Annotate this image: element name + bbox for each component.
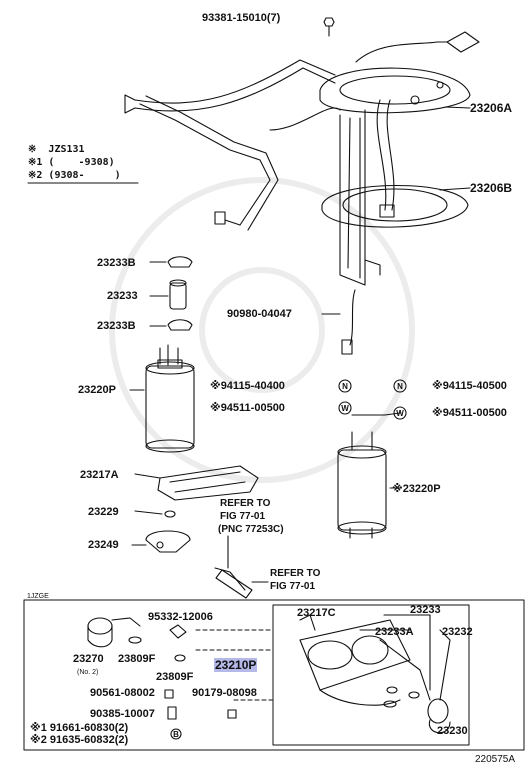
refer-to-1: REFER TO: [220, 498, 271, 509]
part-23206a[interactable]: 23206A: [470, 101, 513, 115]
part-23220p-right[interactable]: ※23220P: [392, 483, 441, 495]
part-91661-60830[interactable]: ※1 91661-60830(2): [30, 722, 129, 734]
part-23229[interactable]: 23229: [88, 506, 119, 518]
part-23270[interactable]: 23270: [73, 653, 104, 665]
part-23233a[interactable]: 23233A: [375, 626, 414, 638]
part-91635-60832[interactable]: ※2 91635-60832(2): [30, 734, 129, 746]
w-symbol-left: W: [341, 404, 349, 413]
part-23217a[interactable]: 23217A: [80, 469, 119, 481]
part-23206b[interactable]: 23206B: [470, 181, 513, 195]
fuel-sender-bracket: [124, 17, 480, 286]
part-94115-40400[interactable]: ※94115-40400: [210, 380, 285, 392]
part-23232[interactable]: 23232: [442, 626, 473, 638]
part-94511-00500-left[interactable]: ※94511-00500: [210, 402, 285, 414]
refer-hose: [214, 535, 269, 599]
refer-fig-2[interactable]: FIG 77-01: [270, 581, 316, 592]
part-95332-12006[interactable]: 95332-12006: [148, 611, 213, 623]
part-23210p-highlight: 23210P: [214, 658, 258, 672]
left-pump-parts: [129, 256, 259, 553]
note-line-2: ※2 (9308- ): [28, 170, 121, 181]
figure-id: 220575A: [475, 754, 516, 765]
note-title: ※ JZS131: [28, 144, 85, 155]
engine-variant-label: 1JZGE: [27, 593, 49, 600]
part-23233-lower[interactable]: 23233: [410, 604, 441, 616]
part-23809f-a[interactable]: 23809F: [118, 653, 156, 665]
part-23249[interactable]: 23249: [88, 539, 119, 551]
part-23270-note: (No. 2): [77, 669, 99, 676]
part-23809f-b[interactable]: 23809F: [156, 671, 194, 683]
part-93381-15010[interactable]: 93381-15010(7): [202, 12, 281, 24]
engine-variant-box: [23, 599, 525, 751]
part-23230[interactable]: 23230: [437, 725, 468, 737]
n-symbol-left: N: [342, 382, 348, 391]
lower-parts: [87, 614, 451, 740]
n-symbol-right: N: [397, 382, 403, 391]
part-23233b-bottom[interactable]: 23233B: [97, 320, 136, 332]
part-23233[interactable]: 23233: [107, 290, 138, 302]
pump-assembly-box: [272, 604, 470, 746]
w-symbol-right: W: [396, 409, 404, 418]
note-line-1: ※1 ( -9308): [28, 157, 115, 168]
part-23217c[interactable]: 23217C: [297, 607, 336, 619]
part-90385-10007[interactable]: 90385-10007: [90, 708, 155, 720]
sender-wire: [321, 289, 356, 355]
part-90179-08098[interactable]: 90179-08098: [192, 687, 257, 699]
part-90561-08002[interactable]: 90561-08002: [90, 687, 155, 699]
right-pump-parts: [337, 379, 407, 539]
part-90980-04047[interactable]: 90980-04047: [227, 308, 292, 320]
part-23210p[interactable]: 23210P: [214, 658, 258, 672]
refer-pnc-1: (PNC 77253C): [218, 524, 284, 535]
part-94511-00500-right[interactable]: ※94511-00500: [432, 407, 507, 419]
part-23220p-left[interactable]: 23220P: [78, 384, 116, 396]
refer-to-2: REFER TO: [270, 568, 321, 579]
part-94115-40500[interactable]: ※94115-40500: [432, 380, 507, 392]
part-23233b-top[interactable]: 23233B: [97, 257, 136, 269]
watermark-emblem: [109, 177, 415, 483]
b-symbol: B: [173, 730, 179, 739]
refer-fig-1[interactable]: FIG 77-01: [220, 511, 266, 522]
